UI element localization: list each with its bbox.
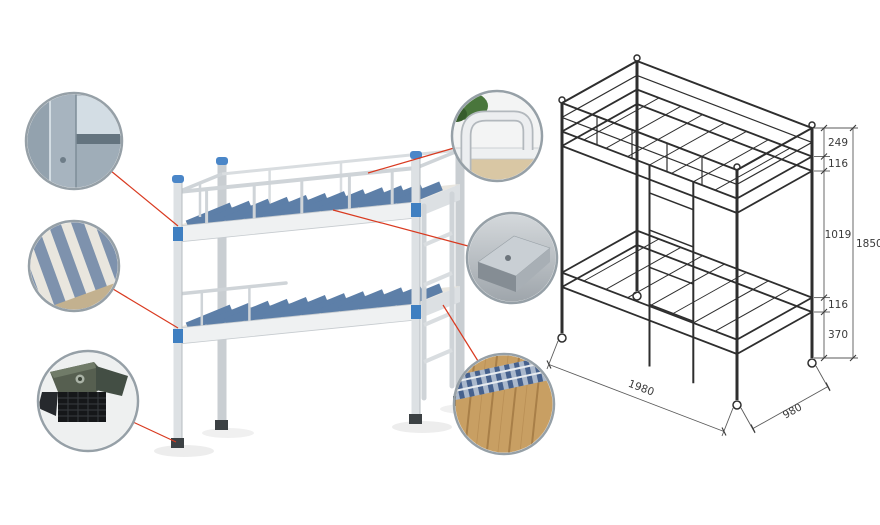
wire-guardrails (561, 60, 813, 171)
post-cap (172, 175, 184, 183)
dimension-label-overall-height: 1850 (856, 238, 880, 250)
upper-bunk-deck (178, 181, 460, 230)
front-guardrail (176, 148, 461, 224)
dimension-label-guardrail-height: 249 (828, 137, 848, 149)
dimension-label-under-clearance: 370 (828, 329, 848, 341)
callout-ring (465, 211, 559, 305)
wire-posts (560, 61, 814, 400)
dimension-label-bunk-clearance: 1019 (825, 229, 852, 241)
callout-corner-bracket (465, 211, 559, 305)
ladder (421, 191, 455, 401)
wire-lower-slats (583, 238, 791, 332)
callout-leader-lines (110, 147, 479, 443)
bed-frame-rails (177, 184, 460, 345)
dimension-label-upper-frame: 116 (828, 158, 848, 170)
post-cap (410, 151, 422, 159)
blue-connector (411, 203, 421, 217)
callout-ring (452, 352, 556, 456)
blue-connector (173, 329, 183, 343)
callout-ring (27, 219, 121, 313)
dimension-label-lower-frame: 116 (828, 299, 848, 311)
blue-connector (173, 227, 183, 241)
callout-ring (36, 349, 140, 453)
blue-connector (411, 305, 421, 319)
lower-guardrail (176, 281, 288, 326)
wire-ladder (648, 165, 695, 384)
front-posts (172, 151, 422, 438)
technical-drawing (557, 54, 817, 410)
product-photo-bunk-bed (154, 133, 492, 457)
callout-plastic-foot (36, 349, 140, 453)
wire-upper-slats (583, 97, 791, 191)
callout-ring (450, 89, 544, 183)
callout-corner-joint (24, 91, 124, 191)
dimension-ticks (546, 124, 857, 436)
wire-guardrail-mid (561, 74, 813, 186)
callout-ring (24, 91, 124, 191)
